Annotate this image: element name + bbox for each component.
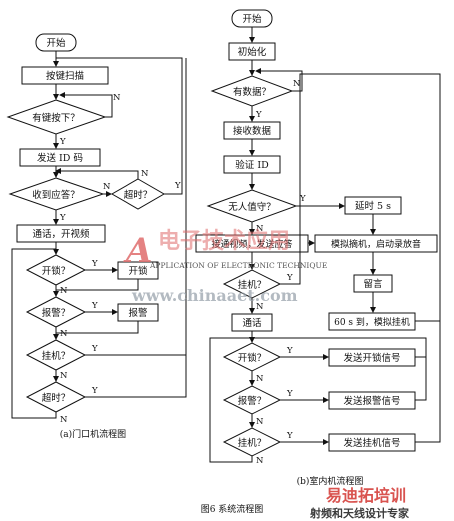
right-recv-label: 接收数据	[233, 125, 272, 137]
left-flowchart: 开始 按键扫描 有键按下？ N Y 发送 ID 码 收到应答？ N Y 超时？ …	[6, 33, 187, 440]
right-alarm-no: N	[256, 417, 264, 427]
left-ack-label: 收到应答？	[32, 189, 80, 201]
right-offhook-box	[314, 234, 438, 253]
left-ack-no: N	[103, 182, 111, 192]
left-send-id-label: 发送 ID 码	[37, 152, 83, 164]
right-send-hangup-label: 发送挂机信号	[343, 437, 400, 449]
right-init-label: 初始化	[238, 46, 267, 58]
right-timeout-label: 60 s 到，模拟挂机	[334, 316, 410, 328]
right-alarm-q-label: 报警？	[238, 395, 267, 407]
left-ack-yes: Y	[59, 213, 66, 223]
left-timeout2-yes: Y	[91, 386, 98, 396]
left-unlock-no: N	[60, 286, 68, 296]
right-talk-label: 通话	[242, 317, 262, 329]
left-alarm-label: 报警	[128, 307, 148, 319]
left-key-scan-box	[21, 66, 109, 85]
watermark-letter: A	[123, 231, 152, 271]
right-nobody-no: N	[256, 224, 264, 234]
right-message-label: 留言	[363, 278, 383, 290]
right-offhook-label: 模拟摘机，启动录放音	[331, 238, 421, 250]
left-alarm-yes: Y	[91, 301, 98, 311]
left-key-pressed-yes: Y	[59, 137, 66, 147]
right-unlock-yes: Y	[286, 346, 293, 356]
right-send-alarm-label: 发送报警信号	[343, 395, 400, 407]
left-alarm-no: N	[60, 329, 68, 339]
watermark: A 电子技术应用 APPLICATION OF ELECTRONIC TECHN…	[123, 228, 410, 520]
right-hangup-no: N	[256, 302, 264, 312]
left-send-id-box	[19, 148, 101, 167]
watermark-en: APPLICATION OF ELECTRONIC TECHNIQUE	[149, 261, 327, 270]
right-delay-label: 延时 5 s	[355, 200, 391, 212]
watermark-corner-brand: 易迪拓培训	[326, 486, 406, 505]
watermark-cn: 电子技术应用	[158, 228, 290, 254]
right-hangup-yes: Y	[286, 273, 293, 283]
left-start-label: 开始	[46, 37, 66, 49]
watermark-url: www.chinaaet.com	[131, 286, 298, 305]
right-hangup2-q-label: 挂机？	[238, 437, 267, 449]
left-talk-box	[16, 224, 106, 243]
right-caption: (b)室内机流程图	[297, 475, 364, 487]
left-timeout1-label: 超时？	[124, 189, 153, 201]
left-timeout2-label: 超时？	[42, 392, 71, 404]
left-caption: (a)门口机流程图	[60, 428, 126, 440]
right-hangup2-no: N	[256, 456, 264, 466]
right-nobody-label: 无人值守？	[228, 201, 276, 213]
right-flowchart: 开始 初始化 有数据？ N Y 接收数据 验证 ID 无人值守？ Y N 延时 …	[195, 9, 441, 487]
left-key-pressed-no: N	[113, 93, 121, 103]
left-hangup-yes: Y	[91, 344, 98, 354]
left-alarm-q-label: 报警？	[42, 307, 71, 319]
left-timeout1-no: N	[141, 169, 149, 179]
figure-title: 图6 系统流程图	[201, 503, 264, 515]
right-nobody-yes: Y	[299, 194, 306, 204]
right-start-label: 开始	[242, 13, 262, 25]
right-connect-label: 接通视频，发送应答	[211, 238, 292, 250]
right-send-unlock-label: 发送开锁信号	[343, 352, 400, 364]
right-hangup-label: 挂机？	[238, 279, 267, 291]
right-alarm-yes: Y	[286, 389, 293, 399]
right-has-data-yes: Y	[255, 110, 262, 120]
left-talk-label: 通话，开视频	[32, 228, 90, 240]
right-hangup2-yes: Y	[286, 431, 293, 441]
right-has-data-no: N	[293, 79, 301, 89]
watermark-corner-sub: 射频和天线设计专家	[309, 506, 410, 520]
right-verify-label: 验证 ID	[235, 159, 269, 171]
left-hangup-q-label: 挂机？	[42, 350, 71, 362]
left-unlock-q-label: 开锁？	[42, 265, 71, 277]
left-timeout1-diamond	[110, 178, 166, 210]
left-key-scan-label: 按键扫描	[46, 70, 85, 82]
left-unlock-yes: Y	[91, 259, 98, 269]
right-unlock-q-label: 开锁？	[238, 352, 267, 364]
left-hangup-no: N	[60, 371, 68, 381]
left-unlock-label: 开锁	[128, 265, 148, 277]
right-unlock-no: N	[256, 374, 264, 384]
right-has-data-label: 有数据？	[233, 86, 271, 98]
left-timeout1-yes: Y	[174, 181, 181, 191]
left-key-pressed-label: 有键按下？	[32, 112, 80, 124]
left-timeout2-no: N	[60, 415, 68, 425]
